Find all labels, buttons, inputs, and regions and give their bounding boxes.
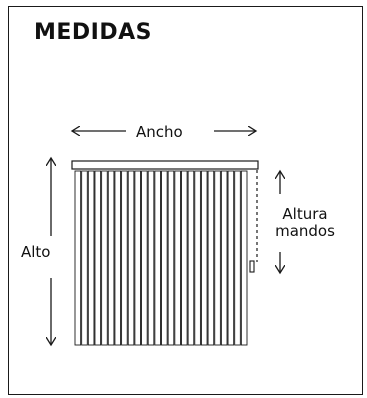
blind-slat [240,170,248,346]
blind-slat [194,170,201,346]
blind-slat [214,170,221,346]
blind-slat [87,170,95,346]
blind-slat [181,170,188,346]
blind-slat [94,170,102,346]
blind-slat [121,170,128,346]
blind-slat [167,170,175,346]
head-rail [71,160,259,170]
blind-slat [114,170,122,346]
blind-slat [154,170,161,346]
page-title: MEDIDAS [34,20,153,45]
blind-slat [81,170,88,346]
blind-slat [141,170,148,346]
blind-slat [227,170,235,346]
blind-slat [187,170,195,346]
blind-slat [200,170,208,346]
blind-slats [74,170,248,346]
blind-slat [147,170,155,346]
blind-slat [174,170,181,346]
blind-slat [127,170,135,346]
blind-slat [207,170,215,346]
control-handle [249,260,255,273]
blind-slat [74,170,82,346]
controls-height-label: Altura mandos [265,205,345,241]
height-label: Alto [21,243,51,261]
blind-slat [107,170,115,346]
blind-slat [234,170,241,346]
blind-slat [220,170,228,346]
controls-height-label-line2: mandos [275,222,335,241]
width-label: Ancho [136,123,183,141]
blind-slat [101,170,108,346]
blind-slat [161,170,168,346]
blind-slat [134,170,141,346]
controls-height-label-line1: Altura [282,205,328,223]
